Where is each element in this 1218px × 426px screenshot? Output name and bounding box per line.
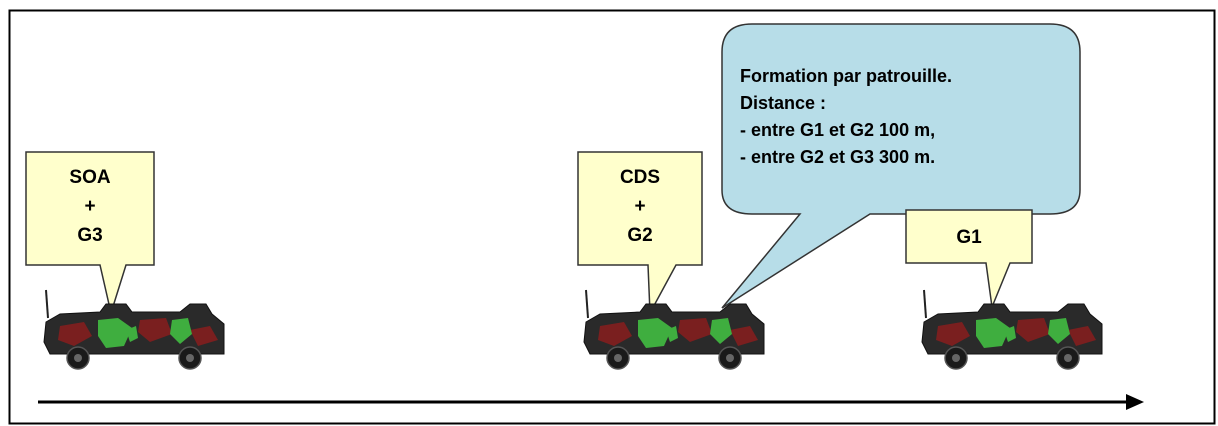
label-callout-right bbox=[905, 209, 1033, 310]
bubble-line: Distance : bbox=[740, 93, 826, 113]
armored-vehicle-icon bbox=[921, 289, 1103, 370]
direction-arrow bbox=[38, 394, 1144, 410]
label-line: G2 bbox=[627, 225, 652, 246]
unit-middle: CDS + G2 bbox=[577, 151, 765, 370]
unit-left: SOA + G3 bbox=[25, 151, 225, 370]
bubble-line: - entre G1 et G2 100 m, bbox=[740, 120, 935, 140]
armored-vehicle-icon bbox=[583, 289, 765, 370]
unit-right: G1 bbox=[905, 209, 1103, 370]
speech-bubble-shape bbox=[721, 23, 1081, 309]
bubble-line: Formation par patrouille. bbox=[740, 66, 952, 86]
label-callout-middle bbox=[577, 151, 703, 316]
armored-vehicle-icon bbox=[43, 289, 225, 370]
label-callout-left bbox=[25, 151, 155, 316]
arrow-head-icon bbox=[1126, 394, 1144, 410]
label-line: CDS bbox=[620, 167, 660, 188]
label-line: G1 bbox=[956, 227, 982, 248]
label-line: + bbox=[84, 196, 95, 217]
label-line: + bbox=[634, 196, 645, 217]
bubble-line: - entre G2 et G3 300 m. bbox=[740, 147, 935, 167]
info-speech-bubble: Formation par patrouille. Distance : - e… bbox=[721, 23, 1081, 309]
label-line: G3 bbox=[77, 225, 102, 246]
label-line: SOA bbox=[69, 167, 110, 188]
